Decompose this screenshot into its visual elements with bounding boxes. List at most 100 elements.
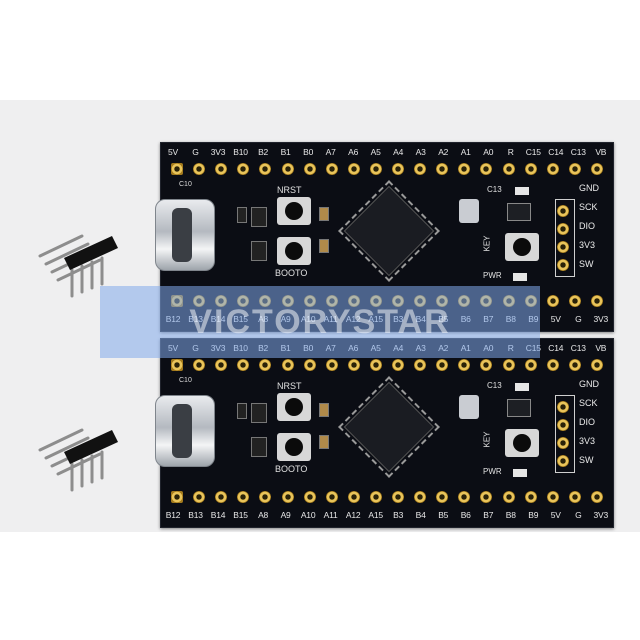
pin-label: G <box>575 314 582 324</box>
key-button <box>505 429 539 457</box>
swd-pad <box>557 437 569 449</box>
pin-label: R <box>507 147 514 157</box>
header-pad <box>237 359 250 371</box>
key-button <box>505 233 539 261</box>
led <box>515 383 529 391</box>
header-pad <box>325 491 338 503</box>
header-pad <box>436 163 449 175</box>
header-pad <box>591 491 603 503</box>
header-pad <box>502 491 515 503</box>
swd-pad <box>557 205 569 217</box>
swd-pad <box>557 455 569 467</box>
header-pad <box>568 491 581 503</box>
mcu-chip <box>343 185 435 277</box>
smd-component <box>251 207 267 227</box>
pin-label: B2 <box>258 147 269 157</box>
pin-label: A0 <box>483 147 494 157</box>
smd-component <box>251 403 267 423</box>
header-pad <box>369 359 382 371</box>
pin-label: A8 <box>258 510 269 520</box>
header-pad <box>237 491 250 503</box>
pin-label: 3V3 <box>593 314 609 324</box>
pin-label: SW <box>579 455 594 465</box>
pin-label: C13 <box>570 147 586 157</box>
pin-label: A10 <box>300 510 316 520</box>
header-pad <box>215 491 228 503</box>
pin-header-1 <box>38 234 118 298</box>
pin-label: A12 <box>345 510 361 520</box>
pin-label: SCK <box>579 202 598 212</box>
pin-label: B9 <box>528 510 539 520</box>
header-pad <box>259 163 272 175</box>
pin-label: B0 <box>303 147 314 157</box>
smd-component <box>251 241 267 261</box>
pin-label: 5V <box>550 314 561 324</box>
label-boot: BOOTO <box>275 268 308 278</box>
smd-component <box>319 207 329 221</box>
header-pad <box>392 491 405 503</box>
swd-outline <box>555 395 575 473</box>
pin-label: 3V3 <box>210 147 226 157</box>
pin-label: B8 <box>505 510 516 520</box>
header-pad <box>568 295 581 307</box>
header-pad <box>303 163 316 175</box>
label-boot: BOOTO <box>275 464 308 474</box>
header-pad <box>436 359 449 371</box>
header-pad <box>591 295 603 307</box>
header-pad <box>524 163 537 175</box>
pin-label: VB <box>595 343 607 353</box>
pin-label: GND <box>579 379 599 389</box>
header-pad <box>591 163 603 175</box>
pin-label: C15 <box>525 147 541 157</box>
swd-pad <box>557 223 569 235</box>
header-pad <box>524 491 537 503</box>
label-pwr: PWR <box>483 467 502 476</box>
pin-label: B15 <box>233 510 248 520</box>
pin-label: B7 <box>483 510 494 520</box>
smd-component <box>237 403 247 419</box>
pin-label: B6 <box>460 510 471 520</box>
header-pad <box>524 359 537 371</box>
smd-component <box>251 437 267 457</box>
header-pad <box>392 163 405 175</box>
pin-label: B4 <box>415 510 426 520</box>
label-c13: C13 <box>487 381 502 390</box>
pin-label: B5 <box>438 510 449 520</box>
label-pwr: PWR <box>483 271 502 280</box>
header-pad <box>480 491 493 503</box>
pin-label: DIO <box>579 221 596 231</box>
header-pad <box>414 163 427 175</box>
header-pad <box>171 359 183 371</box>
nrst-button <box>277 197 311 225</box>
header-pad <box>193 359 206 371</box>
label-key: KEY <box>482 235 492 252</box>
smd-component <box>237 207 247 223</box>
header-pad <box>171 163 183 175</box>
pin-label: A7 <box>325 147 336 157</box>
nrst-button <box>277 393 311 421</box>
header-pad <box>325 163 338 175</box>
swd-pad <box>557 259 569 271</box>
header-pad <box>546 295 559 307</box>
header-pad <box>458 163 471 175</box>
header-pad <box>458 359 471 371</box>
pin-label: A5 <box>370 147 381 157</box>
header-pad <box>414 491 427 503</box>
top-pin-row <box>171 163 603 175</box>
stm32-board-2: 5VG3V3B10B2B1B0A7A6A5A4A3A2A1A0RC15C14C1… <box>155 338 614 528</box>
header-pad <box>392 359 405 371</box>
regulator <box>507 399 531 417</box>
label-c10: C10 <box>179 181 192 188</box>
swd-pad <box>557 401 569 413</box>
boot-button <box>277 433 311 461</box>
pin-label: A6 <box>348 147 359 157</box>
header-pad <box>347 163 360 175</box>
header-pad <box>546 163 559 175</box>
header-pad <box>546 491 559 503</box>
header-pad <box>568 163 581 175</box>
header-pad <box>215 163 228 175</box>
label-c10: C10 <box>179 377 192 384</box>
header-pad <box>303 359 316 371</box>
header-pad <box>325 359 338 371</box>
